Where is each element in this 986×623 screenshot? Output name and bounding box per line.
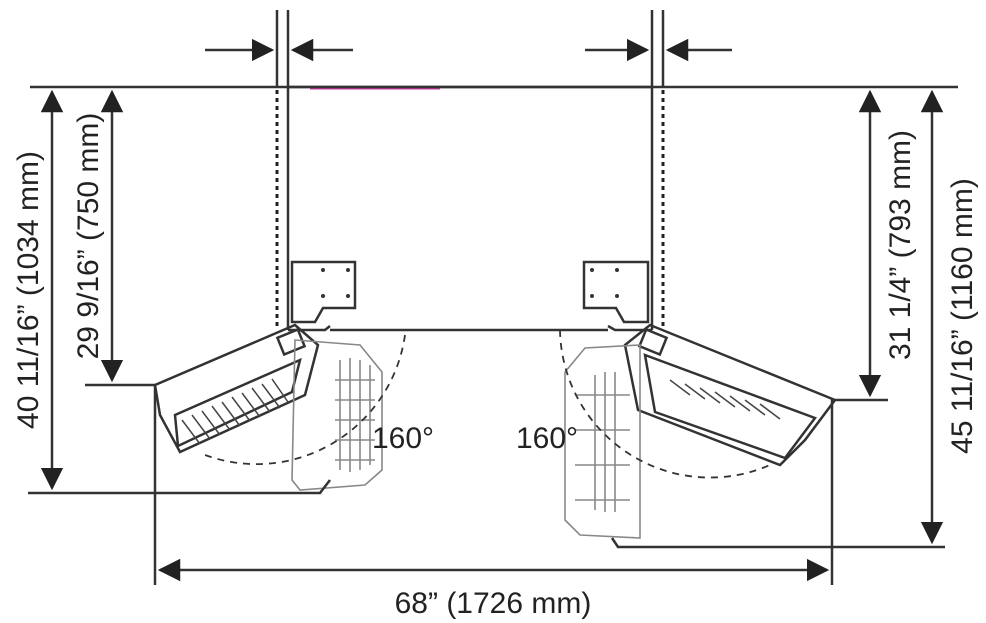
right-outer-dim-label: 45 11/16” (1160 mm) <box>946 178 979 454</box>
left-floor-outline <box>28 383 331 585</box>
left-door-open <box>153 323 406 491</box>
right-floor-outline <box>610 398 945 585</box>
right-door-open <box>559 323 837 539</box>
fridge-body <box>288 85 652 332</box>
left-outer-dim-label: 40 11/16” (1034 mm) <box>12 151 45 429</box>
left-wall <box>275 10 290 330</box>
total-width-dim-label: 68” (1726 mm) <box>395 587 592 620</box>
right-wall <box>650 10 665 330</box>
right-inner-dim-label: 31 1/4” (793 mm) <box>884 130 917 360</box>
right-door-angle-label: 160° <box>516 422 578 455</box>
left-hinge-bracket <box>290 260 357 324</box>
left-inner-dim-label: 29 9/16” (750 mm) <box>72 113 105 360</box>
right-hinge-bracket <box>582 260 650 324</box>
left-door-angle-label: 160° <box>372 422 434 455</box>
